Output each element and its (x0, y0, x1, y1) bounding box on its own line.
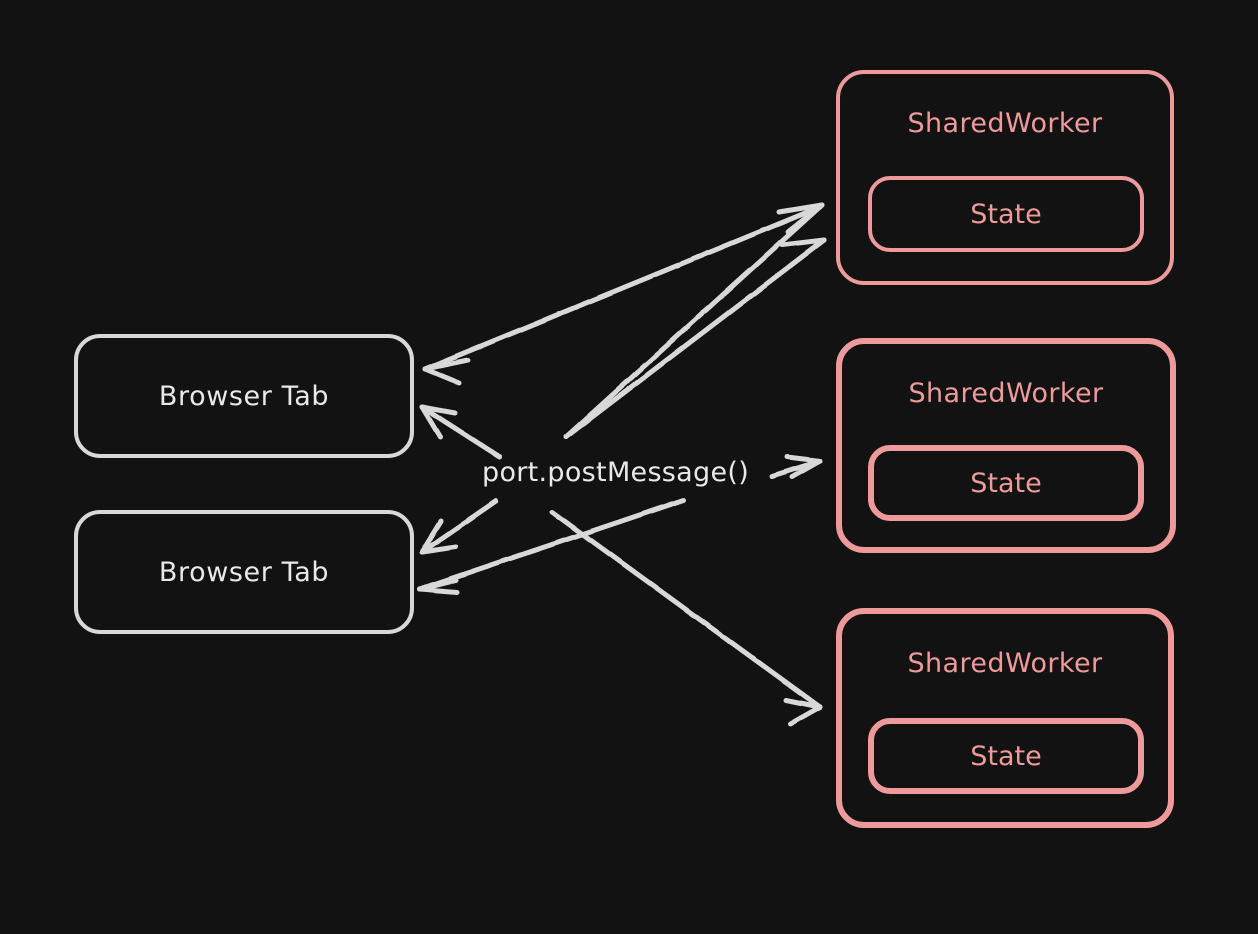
arrow-hub-to-tab1 (419, 404, 503, 460)
shared-worker-2[interactable]: SharedWorker (836, 338, 1176, 553)
shared-worker-1-state[interactable]: State (868, 176, 1144, 252)
shared-worker-3[interactable]: SharedWorker (836, 608, 1174, 828)
port-postmessage-label: port.postMessage() (482, 457, 750, 488)
arrow-hub-to-worker3 (549, 509, 823, 727)
shared-worker-3-state[interactable]: State (868, 718, 1144, 794)
arrow-worker1-to-tab1 (422, 204, 823, 386)
shared-worker-2-state-label: State (970, 467, 1042, 499)
shared-worker-2-title: SharedWorker (908, 378, 1104, 409)
arrow-worker3-to-tab2 (417, 497, 687, 595)
shared-worker-2-state[interactable]: State (868, 445, 1144, 521)
browser-tab-1[interactable]: Browser Tab (74, 334, 414, 458)
arrow-hub-to-worker1-alt (563, 237, 827, 440)
browser-tab-2[interactable]: Browser Tab (74, 510, 414, 634)
browser-tab-1-label: Browser Tab (158, 380, 330, 412)
browser-tab-2-label: Browser Tab (158, 556, 330, 588)
shared-worker-1[interactable]: SharedWorker (836, 70, 1174, 285)
arrow-hub-to-tab2 (419, 498, 499, 555)
arrow-hub-to-worker2 (769, 454, 823, 480)
shared-worker-1-state-label: State (970, 198, 1042, 230)
shared-worker-3-state-label: State (970, 740, 1042, 772)
shared-worker-3-title: SharedWorker (907, 648, 1103, 679)
shared-worker-1-title: SharedWorker (907, 108, 1103, 139)
arrow-hub-to-worker1 (563, 202, 825, 440)
